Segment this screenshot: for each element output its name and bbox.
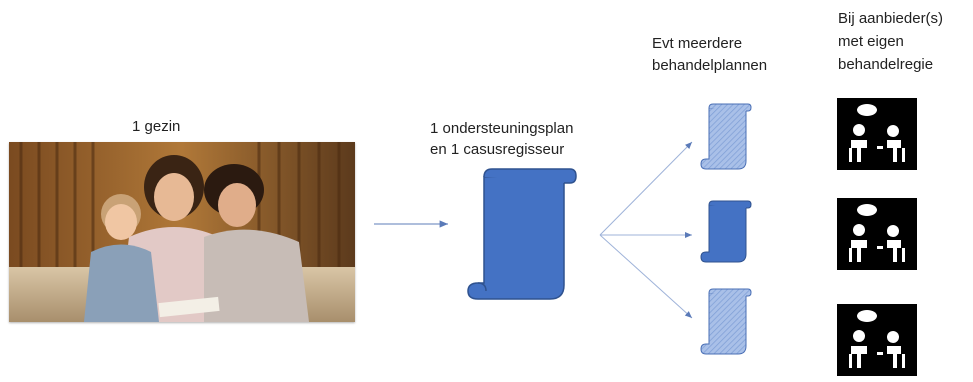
providers-label-line3: behandelregie xyxy=(838,56,934,73)
providers-label-line2: met eigen xyxy=(838,33,904,50)
providers-label-line1: Bij aanbieder(s) xyxy=(838,10,944,27)
counselling-icon xyxy=(837,98,917,170)
plan-label-line1: 1 ondersteuningsplan xyxy=(430,120,574,137)
family-label: 1 gezin xyxy=(132,118,181,135)
arrow-icon xyxy=(599,141,693,236)
arrow-icon xyxy=(599,234,693,319)
treatment-plan-scroll-icon xyxy=(700,200,752,271)
family-photo xyxy=(9,142,355,322)
treatment-label-line2: behandelplannen xyxy=(652,57,768,74)
treatment-label-line1: Evt meerdere xyxy=(652,35,743,52)
counselling-icon xyxy=(837,304,917,376)
support-plan-scroll-icon xyxy=(466,167,578,310)
plan-label-line2: en 1 casusregisseur xyxy=(430,141,565,158)
treatment-plan-scroll-icon xyxy=(700,103,752,178)
treatment-plan-scroll-icon xyxy=(700,288,752,363)
counselling-icon xyxy=(837,198,917,270)
